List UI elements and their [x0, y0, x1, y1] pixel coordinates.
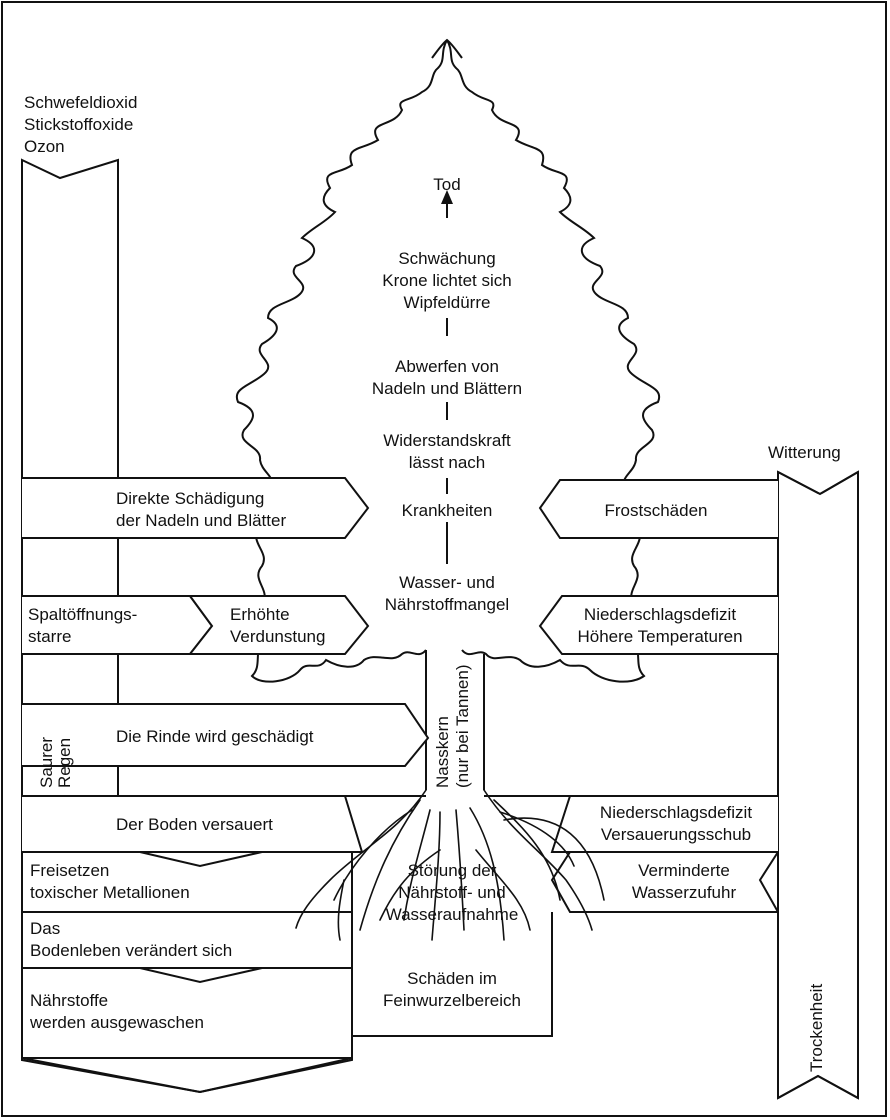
chain-weakening-3: Wipfeldürre [404, 293, 491, 312]
chain-deficiency-2: Nährstoffmangel [385, 595, 509, 614]
chain-weakening-1: Schwächung [398, 249, 495, 268]
precip-1: Niederschlagsdefizit [584, 605, 736, 624]
nutrients-bottom-right [199, 1057, 353, 1093]
pollutant-3: Ozon [24, 137, 65, 156]
stomata-1: Spaltöffnungs- [28, 605, 137, 624]
tree-crown-outline [235, 39, 448, 683]
chain-resistance-2: lässt nach [409, 453, 486, 472]
weather-band-top [777, 471, 859, 496]
pollutant-2: Stickstoffoxide [24, 115, 133, 134]
tree-tip [431, 38, 463, 59]
nutrients-2: werden ausgewaschen [29, 1013, 204, 1032]
weather-band-bottom [777, 1074, 859, 1099]
drought-label: Trockenheit [807, 984, 826, 1072]
evaporation-1: Erhöhte [230, 605, 290, 624]
precip-arrow [538, 595, 778, 655]
water-supply-notch [758, 851, 779, 913]
direct-damage-2: der Nadeln und Blätter [116, 511, 286, 530]
pollutant-band [21, 158, 119, 479]
wet-core-2: (nur bei Tannen) [453, 665, 472, 789]
metal-ions-notch [139, 851, 263, 868]
soil-life-2: Bodenleben verändert sich [30, 941, 232, 960]
weather-stem-cover [780, 494, 856, 1074]
acid-push-2: Versauerungsschub [601, 825, 751, 844]
chain-shedding-2: Nadeln und Blättern [372, 379, 522, 398]
direct-damage-arrow [22, 477, 370, 539]
metal-ions-2: toxischer Metallionen [30, 883, 190, 902]
acid-rain-label-1: Saurer [37, 737, 56, 788]
chain-deficiency-1: Wasser- und [399, 573, 495, 592]
chain-shedding-1: Abwerfen von [395, 357, 499, 376]
chain-resistance-1: Widerstandskraft [383, 431, 511, 450]
weather-label: Witterung [768, 443, 841, 462]
nutrients-1: Nährstoffe [30, 991, 108, 1010]
uptake-3: Wasseraufnahme [386, 905, 519, 924]
chain-arrow-head [441, 190, 453, 204]
chain-diseases: Krankheiten [402, 501, 493, 520]
direct-damage-1: Direkte Schädigung [116, 489, 264, 508]
precip-2: Höhere Temperaturen [577, 627, 742, 646]
chain-weakening-2: Krone lichtet sich [382, 271, 511, 290]
pollutant-1: Schwefeldioxid [24, 93, 137, 112]
uptake-1: Störung der [408, 861, 497, 880]
frost-label: Frostschäden [605, 501, 708, 520]
soil-acid-label: Der Boden versauert [116, 815, 273, 834]
metal-ions-1: Freisetzen [30, 861, 109, 880]
evaporation-2: Verdunstung [230, 627, 325, 646]
nutrients-bottom-left [21, 1057, 201, 1093]
evaporation-arrow [187, 595, 370, 655]
stomata-2: starre [28, 627, 71, 646]
water-supply-1: Verminderte [638, 861, 730, 880]
fine-roots-2: Feinwurzelbereich [383, 991, 521, 1010]
nutrients-tip [21, 1057, 353, 1094]
frost-arrow [538, 479, 778, 539]
acid-push-1: Niederschlagsdefizit [600, 803, 752, 822]
tree-crown-outline-right [446, 39, 661, 683]
water-supply-2: Wasserzufuhr [632, 883, 737, 902]
water-supply-arrow [550, 851, 779, 913]
uptake-2: Nährstoff- und [398, 883, 505, 902]
acid-rain-label-2: Regen [55, 738, 74, 788]
root-uptake-box [351, 912, 553, 1037]
wet-core-1: Nasskern [433, 716, 452, 788]
chain-death: Tod [433, 175, 460, 194]
bark-arrow [22, 703, 430, 767]
bark-label: Die Rinde wird geschädigt [116, 727, 314, 746]
roots [295, 789, 605, 941]
soil-life-1: Das [30, 919, 60, 938]
fine-roots-1: Schäden im [407, 969, 497, 988]
